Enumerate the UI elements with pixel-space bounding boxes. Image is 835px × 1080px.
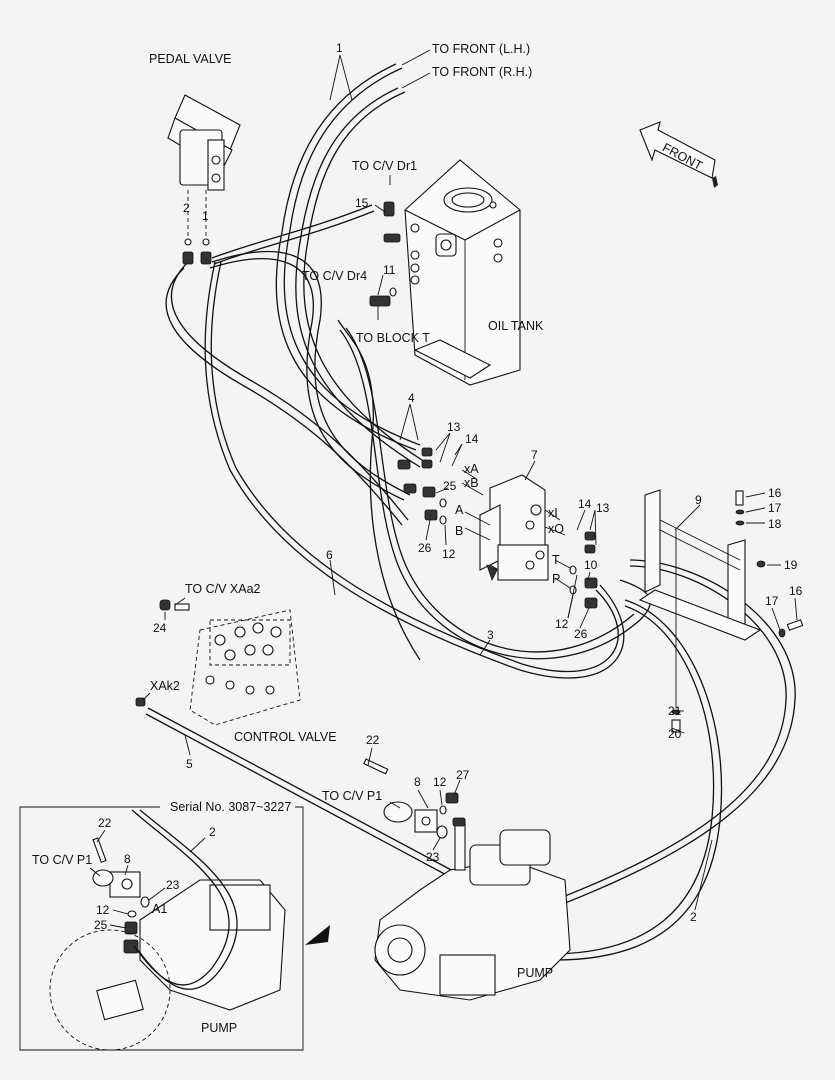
callout-25: 25 — [443, 479, 457, 493]
callout-1-top: 1 — [336, 41, 343, 55]
callout-14-right: 14 — [578, 497, 592, 511]
callout-26-right: 26 — [574, 627, 588, 641]
hose-2a — [559, 559, 796, 906]
hose-dr4a — [211, 204, 373, 259]
label-xak2: XAk2 — [150, 679, 180, 693]
callout-2-pump: 2 — [690, 910, 697, 924]
control-valve — [135, 599, 301, 726]
oil-tank — [404, 159, 521, 386]
label-to-cv-dr4: TO C/V Dr4 — [302, 269, 367, 283]
hose-1b — [275, 63, 417, 451]
hose-dr4b — [213, 210, 375, 265]
hose-1c — [303, 91, 426, 463]
hose-1a — [283, 67, 421, 446]
labels: PEDAL VALVE TO FRONT (L.H.) TO FRONT (R.… — [32, 41, 803, 1035]
port-xB: xB — [464, 476, 479, 490]
callout-7: 7 — [531, 448, 538, 462]
hose-5b — [145, 713, 453, 879]
port-xI: xI — [548, 506, 558, 520]
inset-callout-22: 22 — [98, 816, 112, 830]
port-A: A — [455, 503, 464, 517]
inset-callout-12: 12 — [96, 903, 110, 917]
hose-6a — [204, 261, 625, 679]
inset-callout-23: 23 — [166, 878, 180, 892]
callout-5: 5 — [186, 757, 193, 771]
label-to-cv-p1: TO C/V P1 — [322, 789, 382, 803]
label-pump: PUMP — [517, 966, 553, 980]
port-B: B — [455, 524, 463, 538]
pedal-valve — [167, 94, 241, 265]
leader-lines — [89, 49, 798, 929]
front-arrow-icon — [639, 121, 718, 188]
label-to-cv-xaa2: TO C/V XAa2 — [185, 582, 261, 596]
hose-1d — [295, 87, 421, 468]
label-control-valve: CONTROL VALVE — [234, 730, 337, 744]
label-to-block-t: TO BLOCK T — [356, 331, 430, 345]
callout-8: 8 — [414, 775, 421, 789]
callout-10: 10 — [584, 558, 598, 572]
pilot-block — [479, 474, 549, 582]
hose-6b — [210, 261, 619, 673]
callout-1-pedal: 1 — [202, 209, 209, 223]
hose-pedal-d — [165, 267, 403, 526]
callout-17-top: 17 — [768, 501, 782, 515]
port-xA: xA — [464, 462, 479, 476]
callout-12-pump: 12 — [433, 775, 447, 789]
inset-callout-8: 8 — [124, 852, 131, 866]
hose-2b — [559, 565, 787, 899]
callout-4: 4 — [408, 391, 415, 405]
callout-6: 6 — [326, 548, 333, 562]
callout-21: 21 — [668, 704, 682, 718]
label-to-cv-dr1: TO C/V Dr1 — [352, 159, 417, 173]
callout-26-left: 26 — [418, 541, 432, 555]
callout-15: 15 — [355, 196, 369, 210]
callout-12-right: 12 — [555, 617, 569, 631]
callout-12-left: 12 — [442, 547, 456, 561]
port-xO: xO — [548, 522, 564, 536]
inset-label-to-cv-p1: TO C/V P1 — [32, 853, 92, 867]
callout-17-right: 17 — [765, 594, 779, 608]
port-P: P — [552, 572, 560, 586]
main-pump — [363, 758, 571, 1001]
callout-2-pedal: 2 — [183, 201, 190, 215]
inset-callout-25: 25 — [94, 918, 108, 932]
callout-13-right: 13 — [596, 501, 610, 515]
callout-16-top: 16 — [768, 486, 782, 500]
callout-9: 9 — [695, 493, 702, 507]
inset-pointer-icon — [305, 925, 330, 945]
callout-11: 11 — [383, 263, 396, 277]
inset-label-a1: A1 — [152, 902, 167, 916]
callout-18: 18 — [768, 517, 782, 531]
callout-16-right: 16 — [789, 584, 803, 598]
callout-13-left: 13 — [447, 420, 461, 434]
label-pedal-valve: PEDAL VALVE — [149, 52, 231, 66]
label-to-front-lh: TO FRONT (L.H.) — [432, 42, 530, 56]
callout-22: 22 — [366, 733, 380, 747]
label-to-front-rh: TO FRONT (R.H.) — [432, 65, 532, 79]
inset-label-pump: PUMP — [201, 1021, 237, 1035]
inset-serial — [19, 806, 304, 1051]
callout-20: 20 — [668, 727, 682, 741]
hose-group — [145, 63, 796, 961]
hose-2d — [554, 605, 715, 955]
callout-27: 27 — [456, 768, 470, 782]
callout-19: 19 — [784, 558, 798, 572]
fittings — [369, 201, 598, 609]
callout-3: 3 — [487, 628, 494, 642]
hose-pedal-b — [209, 258, 405, 501]
callout-14-left: 14 — [465, 432, 479, 446]
hose-2c — [554, 599, 723, 961]
callout-24: 24 — [153, 621, 167, 635]
hose-pedal-c — [170, 261, 409, 521]
bracket — [638, 489, 804, 733]
callout-23: 23 — [426, 850, 440, 864]
port-T: T — [552, 553, 560, 567]
hose-blockt-a — [337, 319, 421, 661]
inset-callout-2: 2 — [209, 825, 216, 839]
inset-title: Serial No. 3087~3227 — [170, 800, 291, 814]
hose-5a — [147, 707, 456, 873]
label-oil-tank: OIL TANK — [488, 319, 544, 333]
